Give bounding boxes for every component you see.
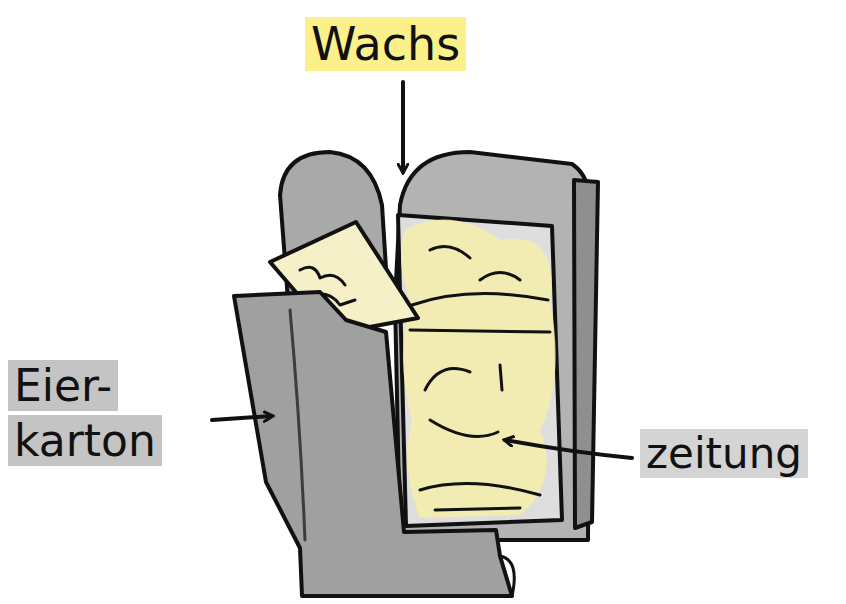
leader-arrow — [505, 440, 632, 458]
carton-cup — [234, 152, 598, 596]
label-holder: zeitung — [640, 428, 808, 481]
part-label: Wachs — [305, 17, 466, 71]
part-label: Eier- karton — [8, 360, 162, 466]
label-holder: Wachs — [305, 16, 466, 74]
part-label: zeitung — [640, 429, 808, 478]
label-holder: Eier- karton — [8, 358, 162, 468]
leader-arrow — [212, 416, 272, 420]
leader-arrow — [401, 82, 405, 172]
leader-arrows — [212, 82, 632, 458]
